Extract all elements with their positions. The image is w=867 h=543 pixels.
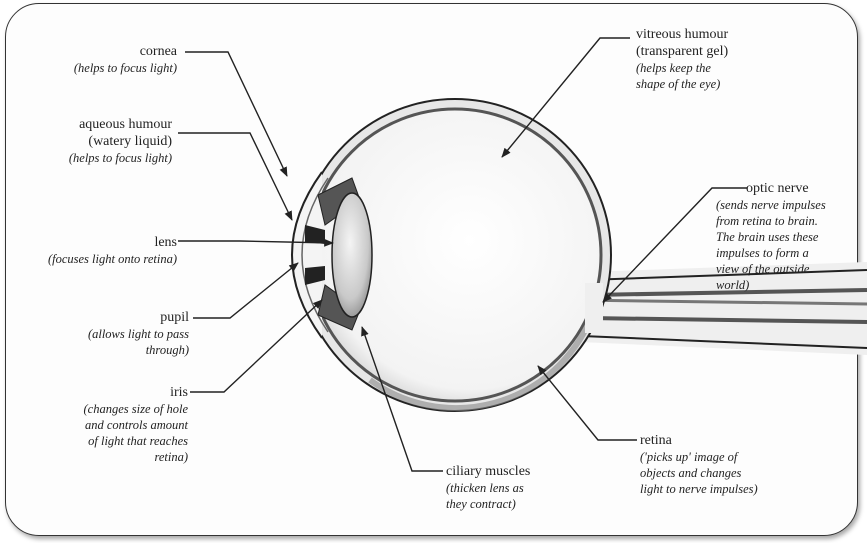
optic-desc-5: view of the outside — [716, 261, 826, 277]
optic-nerve-label: optic nerve (sends nerve impulses from r… — [716, 180, 826, 293]
ciliary-label: ciliary muscles (thicken lens as they co… — [446, 463, 530, 512]
ciliary-desc-2: they contract) — [446, 496, 530, 512]
retina-desc-3: light to nerve impulses) — [640, 481, 758, 497]
retina-desc-2: objects and changes — [640, 465, 758, 481]
aqueous-label: aqueous humour (watery liquid) (helps to… — [69, 116, 172, 166]
iris-leader — [190, 300, 322, 392]
iris-desc-4: retina) — [84, 449, 189, 465]
optic-desc-1: (sends nerve impulses — [716, 197, 826, 213]
lens-label: lens (focuses light onto retina) — [48, 234, 177, 267]
optic-desc-4: impulses to form a — [716, 245, 826, 261]
vitreous-term2: (transparent gel) — [636, 43, 728, 60]
optic-desc-2: from retina to brain. — [716, 213, 826, 229]
lens-desc: (focuses light onto retina) — [48, 251, 177, 267]
ciliary-term: ciliary muscles — [446, 463, 530, 480]
optic-desc-3: The brain uses these — [716, 229, 826, 245]
iris-desc-2: and controls amount — [84, 417, 189, 433]
vitreous-term: vitreous humour — [636, 26, 728, 43]
cornea-term: cornea — [74, 43, 177, 60]
retina-desc-1: ('picks up' image of — [640, 449, 758, 465]
pupil-desc-1: (allows light to pass — [88, 326, 189, 342]
iris-term: iris — [84, 384, 189, 401]
pupil-desc-2: through) — [88, 342, 189, 358]
iris-label: iris (changes size of hole and controls … — [84, 384, 189, 465]
lens-term: lens — [48, 234, 177, 251]
optic-nerve-term: optic nerve — [716, 180, 826, 197]
cornea-label: cornea (helps to focus light) — [74, 43, 177, 76]
cornea-leader — [185, 52, 287, 176]
vitreous-desc-2: shape of the eye) — [636, 76, 728, 92]
pupil-leader — [193, 263, 298, 318]
iris-desc-1: (changes size of hole — [84, 401, 189, 417]
pupil-label: pupil (allows light to pass through) — [88, 309, 189, 358]
pupil-term: pupil — [88, 309, 189, 326]
vitreous-label: vitreous humour (transparent gel) (helps… — [636, 26, 728, 92]
optic-desc-6: world) — [716, 277, 826, 293]
lens-shape — [332, 193, 372, 317]
cornea-desc: (helps to focus light) — [74, 60, 177, 76]
aqueous-desc: (helps to focus light) — [69, 150, 172, 166]
vitreous-desc-1: (helps keep the — [636, 60, 728, 76]
ciliary-desc-1: (thicken lens as — [446, 480, 530, 496]
aqueous-term2: (watery liquid) — [69, 133, 172, 150]
retina-label: retina ('picks up' image of objects and … — [640, 432, 758, 497]
aqueous-leader — [178, 133, 292, 220]
iris-desc-3: of light that reaches — [84, 433, 189, 449]
aqueous-term: aqueous humour — [69, 116, 172, 133]
retina-term: retina — [640, 432, 758, 449]
